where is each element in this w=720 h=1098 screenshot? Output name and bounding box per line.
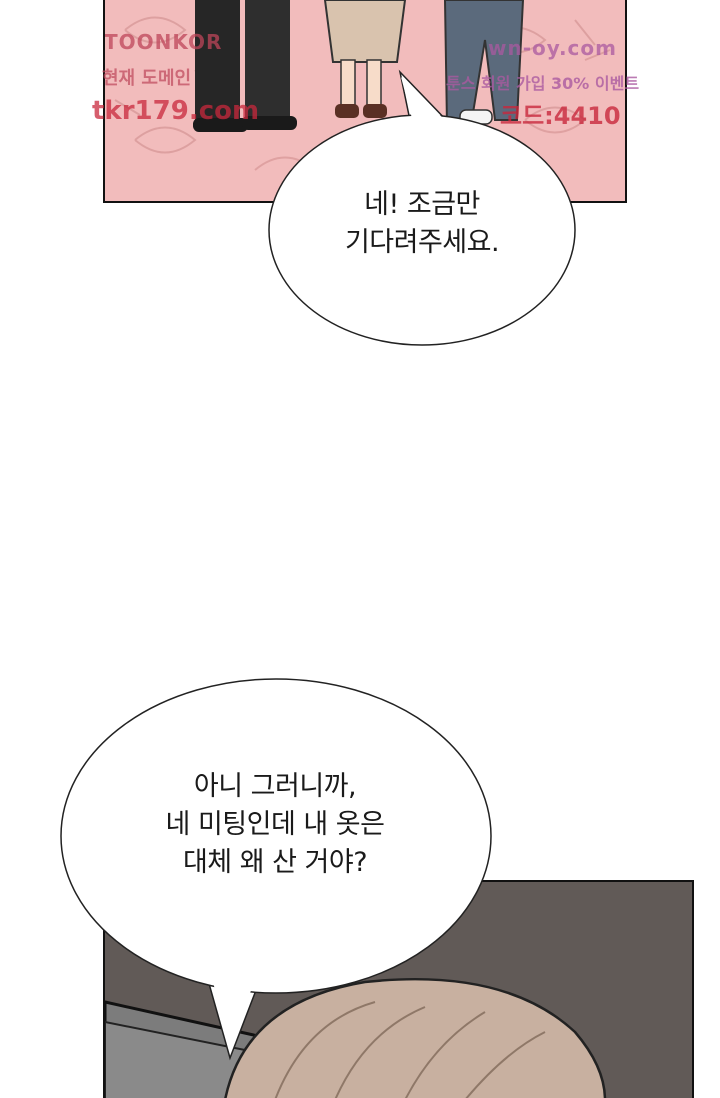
character-legs-left [193, 0, 297, 132]
watermark-brand: TOONKOR [104, 30, 223, 54]
speech-bubble-1-text: 네! 조금만 기다려주세요. [300, 186, 544, 262]
character-hair [224, 977, 607, 1098]
speech-bubble-2-text: 아니 그러니까, 네 미팅인데 내 옷은 대체 왜 산 거야? [110, 768, 440, 882]
watermark-subtitle: 현재 도메인 [102, 68, 192, 89]
bubble-2-line-2: 네 미팅인데 내 옷은 [165, 809, 385, 840]
bubble-2-line-3: 대체 왜 산 거야? [182, 847, 368, 878]
panel-top-illustration [105, 0, 625, 201]
watermark-code: 코드:4410 [500, 102, 621, 130]
bubble-1-line-1: 네! 조금만 [364, 189, 480, 220]
comic-panel-top: TOONKOR [103, 0, 627, 203]
character-legs-middle [323, 0, 407, 118]
watermark-url: tkr179.com [92, 96, 260, 126]
speech-bubble-2 [60, 678, 492, 1061]
bubble-1-line-2: 기다려주세요. [344, 227, 500, 258]
watermark-event: 툰스 회원 가입 30% 이벤트 [446, 74, 640, 93]
speech-bubble-1 [268, 69, 576, 346]
watermark-site: wn-oy.com [488, 36, 617, 60]
bubble-2-line-1: 아니 그러니까, [193, 771, 357, 802]
